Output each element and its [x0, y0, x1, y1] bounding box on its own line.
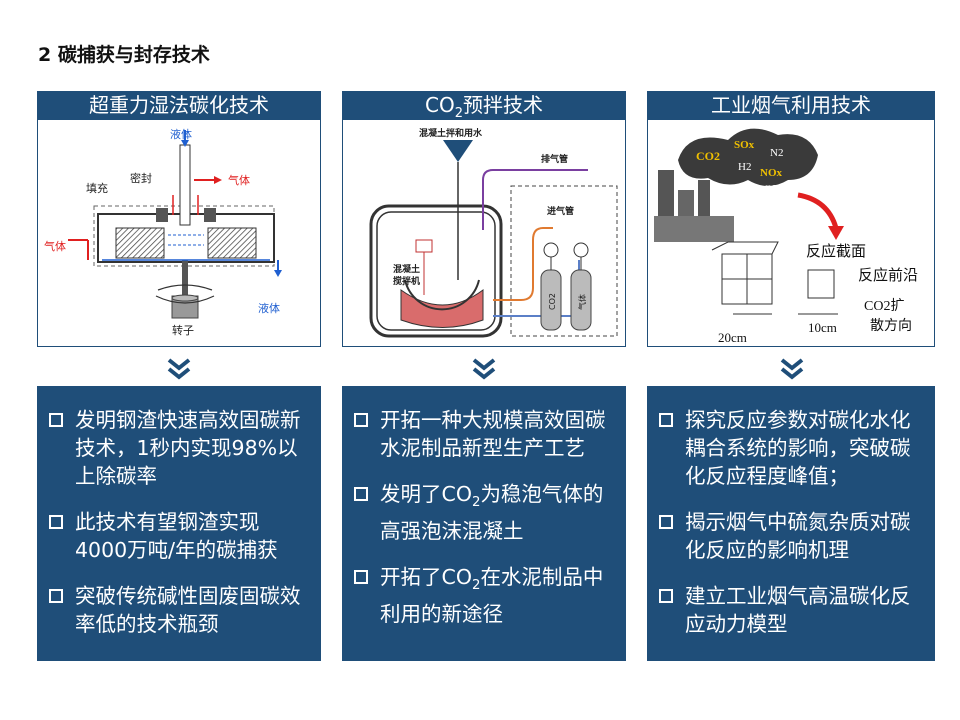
checkbox-icon	[49, 413, 63, 427]
checkbox-icon	[49, 589, 63, 603]
column-header-supergravity: 超重力湿法碳化技术	[37, 91, 321, 119]
label-mixer-2: 搅拌机	[393, 275, 420, 287]
label-front: 反应前沿	[858, 266, 918, 284]
chevron-down-icon	[472, 358, 496, 380]
panel-flue-gas: 探究反应参数对碳化水化耦合系统的影响，突破碳化反应程度峰值； 揭示烟气中硫氮杂质…	[647, 386, 935, 661]
label-nox: NOx	[760, 167, 783, 179]
panel-supergravity: 发明钢渣快速高效固碳新技术，1秒内实现98%以上除碳率 此技术有望钢渣实现400…	[37, 386, 321, 661]
label-gas-right: 气体	[228, 173, 250, 187]
co2-premix-diagram: 混凝土拌和用水 排气管 进气管 混凝土 搅拌机 CO2 气体	[342, 119, 626, 347]
label-section: 反应截面	[806, 242, 866, 260]
chevron-down-icon	[780, 358, 804, 380]
list-item: 揭示烟气中硫氮杂质对碳化反应的影响机理	[659, 508, 923, 564]
label-tank-gas: 气体	[577, 294, 587, 310]
list-item: 开拓了CO2在水泥制品中利用的新途径	[354, 563, 614, 628]
label-gas-left: 气体	[44, 239, 66, 253]
checkbox-icon	[354, 487, 368, 501]
label-mixer-1: 混凝土	[393, 263, 420, 275]
list-item: 此技术有望钢渣实现4000万吨/年的碳捕获	[49, 508, 309, 564]
panel-co2-premix: 开拓一种大规模高效固碳水泥制品新型生产工艺 发明了CO2为稳泡气体的高强泡沫混凝…	[342, 386, 626, 661]
label-seal: 密封	[130, 171, 152, 185]
chevron-down-icon	[167, 358, 191, 380]
checkbox-icon	[659, 413, 673, 427]
label-water: 混凝土拌和用水	[419, 127, 483, 139]
list-item: 建立工业烟气高温碳化反应动力模型	[659, 582, 923, 638]
list-item: 发明钢渣快速高效固碳新技术，1秒内实现98%以上除碳率	[49, 406, 309, 490]
label-rotor: 转子	[172, 323, 194, 337]
checkbox-icon	[659, 589, 673, 603]
page-title: 2 碳捕获与封存技术	[38, 44, 210, 66]
label-liquid-bottom: 液体	[258, 301, 280, 315]
label-exhaust: 排气管	[541, 153, 568, 165]
column-header-co2-premix: CO2预拌技术	[342, 91, 626, 121]
list-item: 发明了CO2为稳泡气体的高强泡沫混凝土	[354, 480, 614, 545]
supergravity-diagram: 液体 密封 气体 填充 气体 液体 转子	[37, 119, 321, 347]
label-dim-10: 10cm	[808, 320, 837, 335]
label-h2: H2	[738, 161, 751, 173]
label-n2: N2	[770, 147, 783, 159]
label-tank-co2: CO2	[548, 293, 557, 310]
label-o2: O2	[764, 183, 777, 195]
checkbox-icon	[354, 570, 368, 585]
label-inlet: 进气管	[547, 205, 574, 217]
checkbox-icon	[49, 515, 63, 529]
label-liquid-top: 液体	[170, 127, 192, 141]
list-item: 开拓一种大规模高效固碳水泥制品新型生产工艺	[354, 406, 614, 462]
column-header-flue-gas: 工业烟气利用技术	[647, 91, 935, 119]
flue-gas-diagram: CO2 SOx N2 H2 NOx O2 反应截面 反应前沿 CO2扩 散方向 …	[647, 119, 935, 347]
checkbox-icon	[659, 515, 673, 529]
label-packing: 填充	[86, 181, 108, 195]
label-dim-20: 20cm	[718, 330, 747, 345]
list-item: 探究反应参数对碳化水化耦合系统的影响，突破碳化反应程度峰值；	[659, 406, 923, 490]
label-sox: SOx	[734, 139, 755, 151]
checkbox-icon	[354, 413, 368, 427]
label-diffusion-1: CO2扩	[864, 298, 904, 314]
list-item: 突破传统碱性固废固碳效率低的技术瓶颈	[49, 582, 309, 638]
label-co2: CO2	[696, 149, 720, 163]
label-diffusion-2: 散方向	[870, 318, 912, 334]
